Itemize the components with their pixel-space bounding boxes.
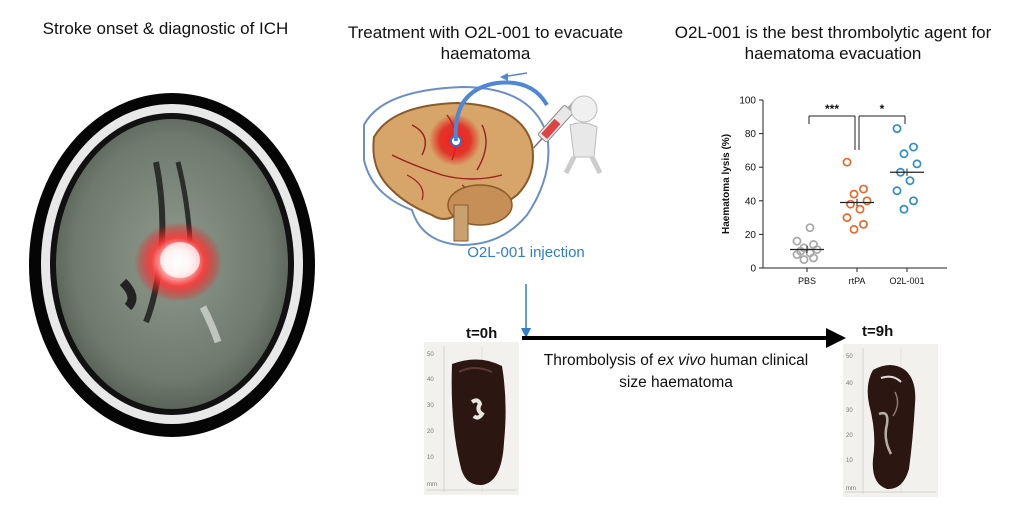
point-PBS-0 xyxy=(799,255,809,265)
point-rtPA-0 xyxy=(849,224,859,234)
point-rtPA-7 xyxy=(859,184,868,194)
title-best-agent: O2L-001 is the best thrombolytic agent f… xyxy=(674,23,992,63)
point-PBS-8 xyxy=(792,236,802,246)
x-tick-labels: PBS rtPA O2L-001 xyxy=(798,268,925,286)
ruler-tick-20-end: 20 xyxy=(846,433,853,439)
point-O2L-001-1 xyxy=(909,196,918,206)
y-tick-label-1: 20 xyxy=(745,230,757,241)
ruler-tick-50: 50 xyxy=(427,352,434,358)
y-tick-label-2: 40 xyxy=(745,196,757,207)
point-rtPA-4 xyxy=(846,199,855,209)
data-points xyxy=(790,124,924,265)
brain-injection-illustration xyxy=(363,72,603,247)
haematoma-photo-end: 50 40 30 20 10 mm xyxy=(843,344,938,497)
point-O2L-001-8 xyxy=(892,124,902,134)
injection-label: O2L-001 injection xyxy=(467,244,585,261)
significance-bracket-1: * xyxy=(858,102,906,150)
time-start-label: t=0h xyxy=(466,325,498,342)
timeline-arrow-icon xyxy=(522,328,846,348)
ruler-tick-40: 40 xyxy=(427,377,434,383)
point-rtPA-5 xyxy=(862,196,872,206)
y-tick-label-3: 60 xyxy=(745,163,757,174)
ruler-unit: mm xyxy=(427,482,437,488)
caption-post: human clinical size haematoma xyxy=(619,352,809,391)
point-rtPA-6 xyxy=(849,189,859,199)
ruler-tick-10: 10 xyxy=(427,455,434,461)
ruler-tick-40-end: 40 xyxy=(846,381,853,387)
y-ticks: 0 20 40 60 80 100 xyxy=(739,96,763,275)
point-O2L-001-3 xyxy=(905,176,915,186)
significance-bracket-0: *** xyxy=(808,102,856,150)
ruler-tick-30: 30 xyxy=(427,403,434,409)
significance-label-0: *** xyxy=(825,102,839,116)
injection-arrow-icon xyxy=(521,284,531,338)
title-stroke-onset: Stroke onset & diagnostic of ICH xyxy=(42,19,289,38)
point-O2L-001-6 xyxy=(899,149,909,159)
haematoma-photo-start: 50 40 30 20 10 mm xyxy=(424,342,519,495)
ruler-tick-30-end: 30 xyxy=(846,408,853,414)
significance-brackets: **** xyxy=(808,102,906,150)
ct-scan-image xyxy=(29,93,315,437)
y-tick-label-4: 80 xyxy=(745,129,757,140)
point-O2L-001-2 xyxy=(892,186,902,196)
lysis-scatter-chart: Haematoma lysis (%) 0 20 40 60 80 100 PBS rtPA… xyxy=(721,96,947,286)
point-rtPA-8 xyxy=(842,157,852,167)
point-rtPA-3 xyxy=(855,204,865,214)
point-rtPA-1 xyxy=(859,219,868,229)
x-tick-label-0: PBS xyxy=(798,276,816,286)
ruler-tick-20: 20 xyxy=(427,429,434,435)
thrombolysis-caption: Thrombolysis of ex vivo human clinical s… xyxy=(536,350,816,394)
point-PBS-9 xyxy=(805,223,815,233)
significance-label-1: * xyxy=(880,102,885,116)
time-end-label: t=9h xyxy=(862,323,894,340)
y-tick-label-5: 100 xyxy=(739,96,756,107)
y-axis-label: Haematoma lysis (%) xyxy=(721,134,732,234)
point-O2L-001-7 xyxy=(909,142,918,152)
caption-italic: ex vivo xyxy=(657,352,706,369)
point-O2L-001-5 xyxy=(912,159,922,169)
ruler-tick-10-end: 10 xyxy=(846,458,853,464)
y-tick-label-0: 0 xyxy=(750,264,756,275)
ruler-unit-end: mm xyxy=(846,486,856,492)
point-PBS-6 xyxy=(799,243,809,253)
point-O2L-001-0 xyxy=(899,204,909,214)
point-PBS-7 xyxy=(809,240,818,249)
caption-pre: Thrombolysis of xyxy=(543,352,658,369)
x-tick-label-1: rtPA xyxy=(849,276,866,286)
title-treatment: Treatment with O2L-001 to evacuate haema… xyxy=(347,23,624,63)
x-tick-label-2: O2L-001 xyxy=(889,276,924,286)
point-rtPA-2 xyxy=(842,213,852,223)
ruler-tick-50-end: 50 xyxy=(846,354,853,360)
